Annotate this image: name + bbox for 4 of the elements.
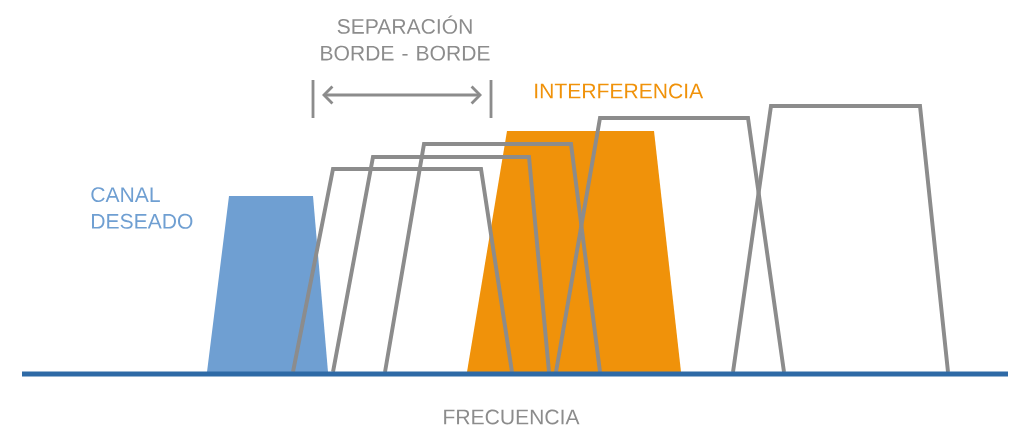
text-label: INTERFERENCIA <box>535 83 704 99</box>
text-label: CANAL DESEADO <box>91 187 193 229</box>
text-label: FRECUENCIA <box>444 409 580 425</box>
text-label: SEPARACIÓN BORDE - BORDE <box>321 15 490 61</box>
